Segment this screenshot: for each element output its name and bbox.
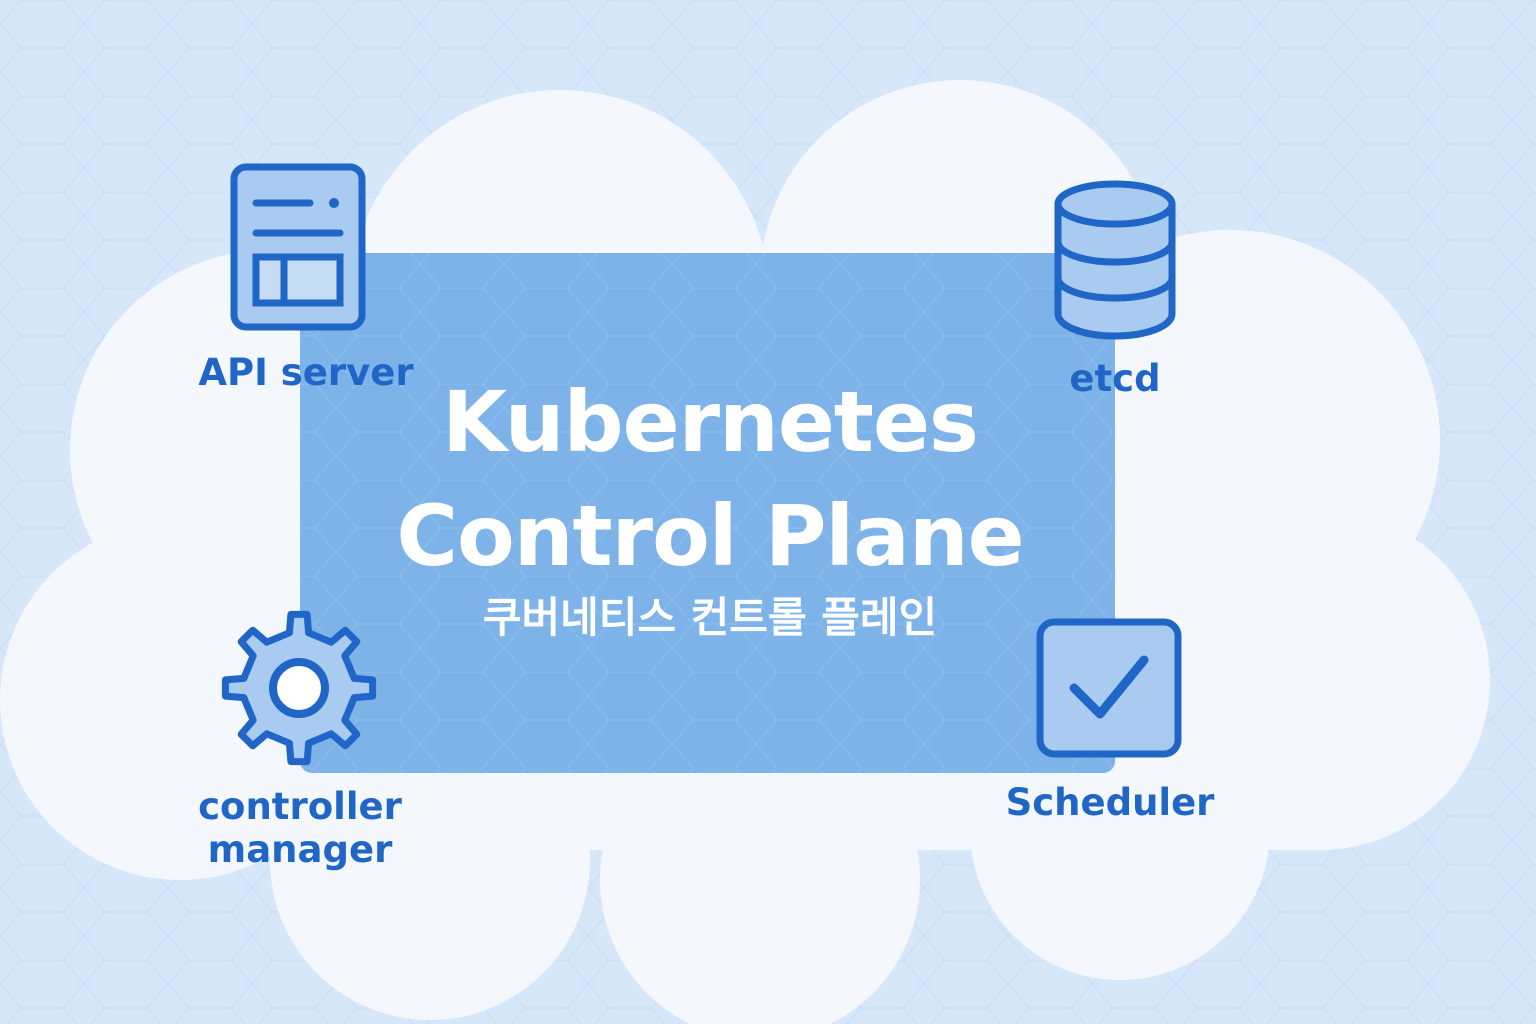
database-icon (1052, 178, 1178, 344)
controller-manager-label-line-2: manager (207, 827, 393, 871)
controller-manager-label: controller manager (180, 785, 420, 871)
title-line-1: Kubernetes (442, 373, 979, 471)
title-line-2: Control Plane (396, 487, 1024, 585)
server-icon (230, 163, 366, 331)
panel-hex-pattern (300, 253, 1115, 773)
gear-icon (216, 603, 382, 773)
api-server-label: API server (198, 351, 414, 394)
etcd-label: etcd (1069, 357, 1161, 400)
scheduler-label: Scheduler (1005, 781, 1215, 824)
controller-manager-label-line-1: controller (198, 785, 402, 828)
subtitle-korean: 쿠버네티스 컨트롤 플레인 (482, 593, 938, 642)
checkbox-icon (1036, 618, 1182, 758)
